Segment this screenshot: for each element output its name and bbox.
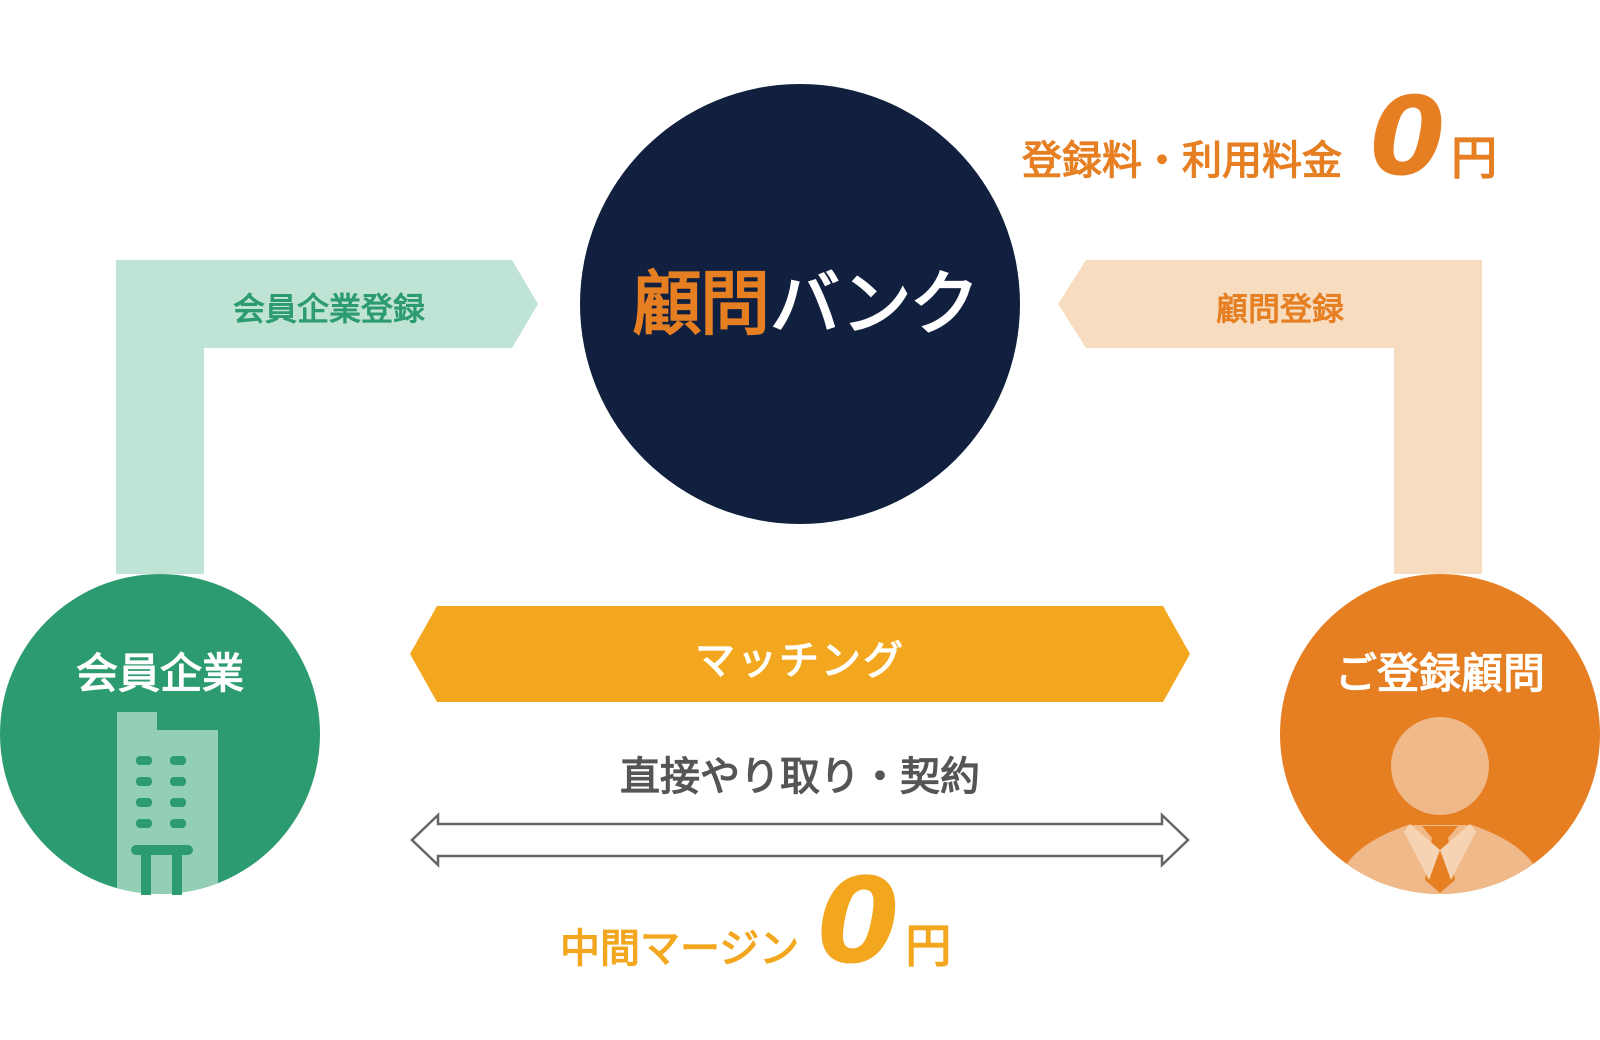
- fee-note-zero: 0: [1370, 75, 1446, 200]
- person-icon: [1340, 717, 1540, 894]
- fee-note-text: 登録料・利用料金: [1022, 138, 1342, 184]
- right-flow-arrow: [1058, 260, 1482, 574]
- center-circle: [580, 84, 1020, 524]
- direct-double-arrow: [410, 812, 1190, 868]
- fee-note: 登録料・利用料金 0 円: [1022, 84, 1582, 214]
- company-label: 会員企業: [75, 649, 244, 698]
- direct-label: 直接やり取り・契約: [620, 754, 980, 800]
- advisor-label: ご登録顧問: [1334, 649, 1545, 698]
- logo: 顧問 バンク: [632, 262, 979, 346]
- matching-label: マッチング: [695, 638, 905, 684]
- right-flow-label: 顧問登録: [1215, 290, 1344, 328]
- matching-banner: [410, 606, 1190, 702]
- margin-note: 中間マージン 0 円: [560, 862, 1040, 1002]
- left-flow-label: 会員企業登録: [232, 290, 425, 328]
- logo-kanji: 顧問: [632, 263, 770, 345]
- building-icon: [117, 712, 218, 895]
- logo-kana: バンク: [770, 263, 979, 345]
- fee-note-yen: 円: [1451, 131, 1498, 185]
- margin-note-zero: 0: [817, 852, 900, 990]
- margin-note-text: 中間マージン: [560, 926, 800, 972]
- left-flow-arrow: [116, 260, 538, 574]
- margin-note-yen: 円: [905, 919, 952, 973]
